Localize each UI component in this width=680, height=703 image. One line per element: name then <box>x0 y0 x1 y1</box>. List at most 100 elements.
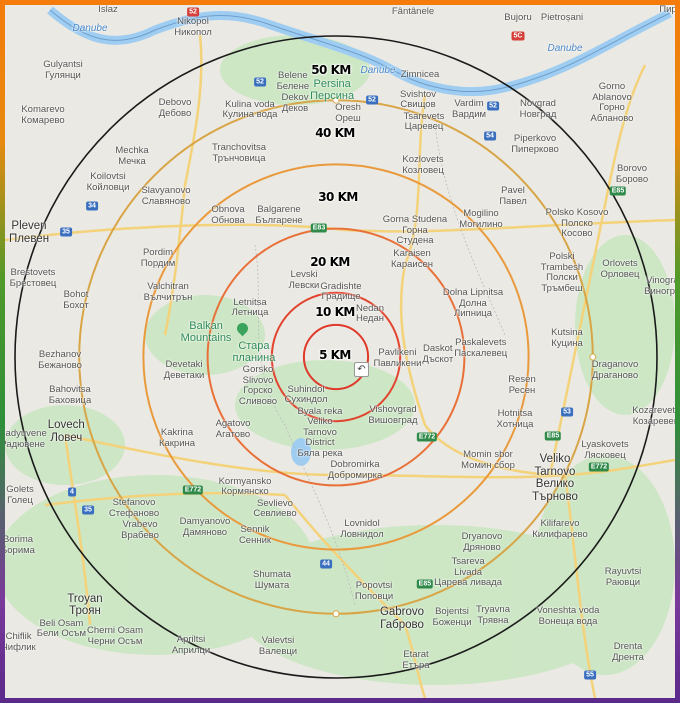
place-label[interactable]: Fântânele <box>391 6 435 17</box>
place-label[interactable]: Pietroșani <box>540 12 584 23</box>
place-label[interactable]: ChiflikЧифлик <box>5 631 36 653</box>
place-label[interactable]: Bujoru <box>504 12 532 23</box>
undo-arrow-icon[interactable]: ↶ <box>354 362 369 377</box>
ring-handle[interactable] <box>589 353 597 361</box>
river-label[interactable]: Danube <box>360 65 396 76</box>
river-label[interactable]: Danube <box>547 43 583 54</box>
place-label[interactable]: Пир <box>659 5 675 15</box>
place-label[interactable]: Zimnicea <box>400 69 440 80</box>
place-label[interactable]: RadyuveneРадювене <box>5 428 47 450</box>
river-label[interactable]: Danube <box>72 23 108 34</box>
place-label[interactable]: KozarevetsКозаревец <box>632 405 675 427</box>
place-label[interactable]: Islaz <box>98 5 118 15</box>
place-label[interactable]: BorimaБорима <box>5 534 35 556</box>
ring-handle[interactable] <box>332 96 340 104</box>
ring-handle[interactable] <box>332 610 340 618</box>
place-label[interactable]: VinogradВиноград <box>644 275 675 297</box>
